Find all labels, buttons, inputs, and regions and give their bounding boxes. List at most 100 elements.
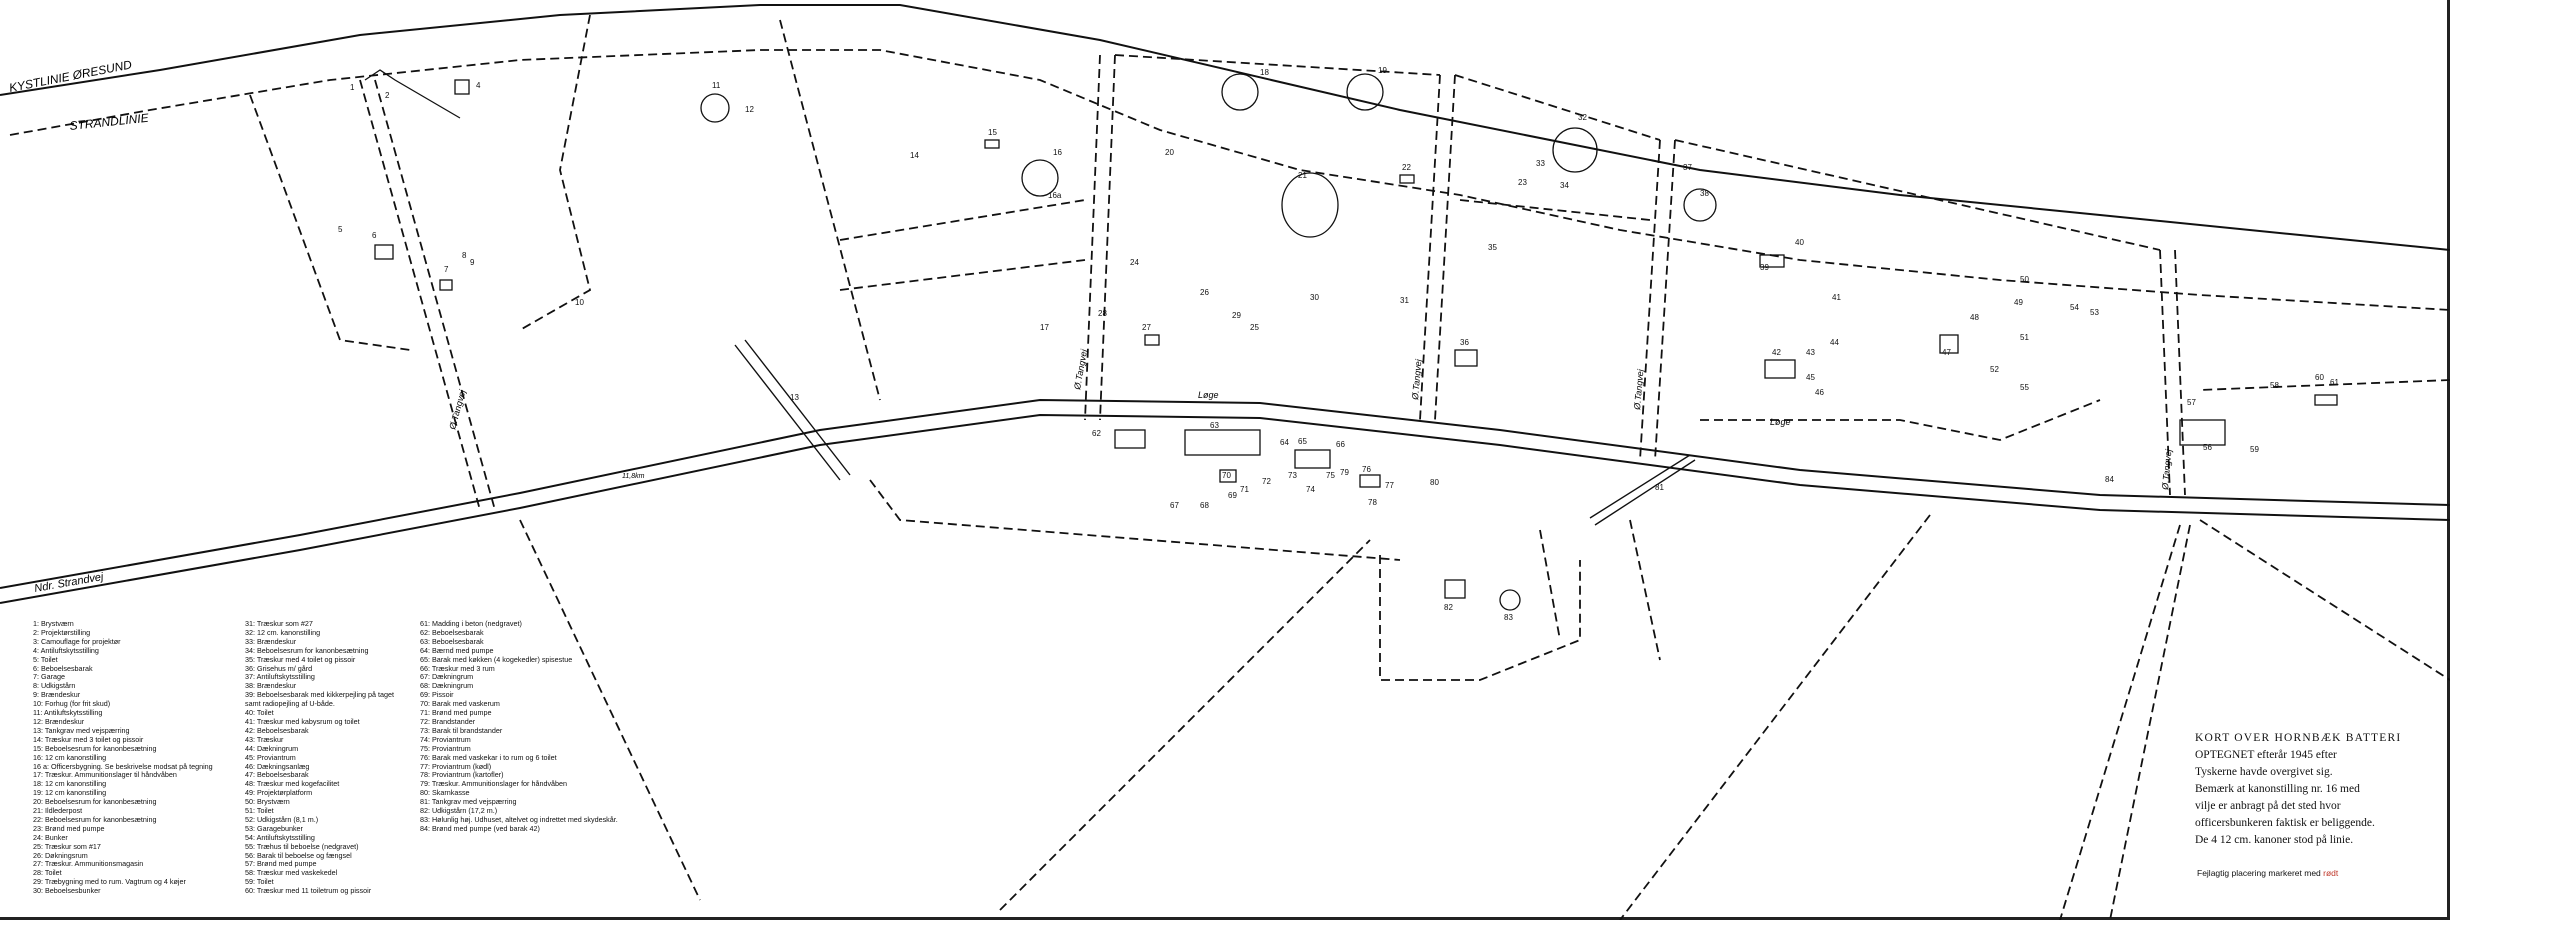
parcel-boundary	[1114, 54, 1441, 76]
gun-emplacement-16	[1021, 159, 1059, 197]
legend-entry: 23: Brønd med pumpe	[33, 823, 105, 833]
legend-entry: 26: Døkningsrum	[33, 850, 88, 860]
building-number: 73	[1288, 471, 1297, 480]
legend-entry: 41: Træskur med kabysrum og toilet	[245, 716, 360, 726]
legend-entry: 42: Beboelsesbarak	[245, 725, 309, 735]
map-frame	[0, 0, 2450, 920]
legend-entry: 13: Tankgrav med vejspærring	[33, 725, 130, 735]
legend-entry: 70: Barak med vaskerum	[420, 699, 500, 709]
parcel-boundary	[779, 19, 881, 401]
building-number: 16	[1053, 148, 1062, 157]
correction-note-highlight: rødt	[2323, 868, 2339, 878]
building-number: 22	[1402, 163, 1411, 172]
map-description-line: OPTEGNET efterår 1945 efter	[2195, 749, 2337, 761]
building-number: 27	[1142, 323, 1151, 332]
building-70	[1219, 469, 1237, 483]
building-number: 11	[712, 81, 721, 90]
legend-entry: 55: Træhus til beboelse (nedgravet)	[245, 841, 359, 851]
legend-column-3: 61: Madding i beton (nedgravet)62: Beboe…	[420, 619, 618, 834]
legend-entry: 6: Beboelsesbarak	[33, 663, 93, 673]
map-title-block: KORT OVER HORNBÆK BATTERI OPTEGNET efterå…	[2195, 730, 2445, 849]
south-path	[519, 519, 701, 901]
loege-label-1: Løge	[1198, 390, 1219, 400]
legend-entry: 45: Proviantrum	[245, 752, 296, 762]
legend-entry: 52: Udkigstårn (8,1 m.)	[245, 814, 319, 824]
building-47	[1939, 334, 1959, 354]
building-number: 77	[1385, 481, 1394, 490]
legend-entry: 54: Antiluftskytsstilling	[245, 832, 315, 842]
building-number: 50	[2020, 275, 2029, 284]
building-number: 38	[1700, 189, 1709, 198]
legend-entry: 21: Ildlederpost	[33, 806, 83, 816]
building-number: 12	[745, 105, 754, 114]
building-number: 29	[1232, 311, 1241, 320]
building-number: 32	[1578, 113, 1587, 122]
building-number: 20	[1165, 148, 1174, 157]
legend-entry: 17: Træskur. Ammunitionslager til håndvå…	[33, 770, 177, 780]
tank-ditch-13	[734, 339, 851, 481]
building-number: 14	[910, 151, 919, 160]
building-60	[2314, 394, 2338, 406]
legend-entry: 62: Beboelsesbarak	[420, 627, 484, 637]
building-62	[1114, 429, 1146, 449]
building-number: 67	[1170, 501, 1179, 510]
legend-entry: 5: Toilet	[33, 654, 58, 664]
building-number: 81	[1655, 483, 1664, 492]
building-82	[1444, 579, 1466, 599]
legend-entry: 68: Dækningrum	[420, 681, 474, 691]
legend-entry: 2: Projektørstilling	[33, 627, 91, 637]
legend-entry: 72: Brandstander	[420, 716, 476, 726]
building-number: 45	[1806, 373, 1815, 382]
legend-entry: 58: Træskur med vaskekedel	[245, 868, 338, 878]
map-title: KORT OVER HORNBÆK BATTERI	[2195, 732, 2402, 744]
legend-entry: 46: Dækningsanlæg	[245, 761, 310, 771]
legend-entry: 20: Beboelsesrum for kanonbesætning	[33, 797, 157, 807]
building-number: 25	[1250, 323, 1259, 332]
parcel-boundary	[2199, 379, 2450, 391]
legend-entry: 64: Bærnd med pumpe	[420, 645, 494, 655]
fire-control-21	[1281, 172, 1339, 238]
building-number: 79	[1340, 468, 1349, 477]
tank-ditch-81	[1589, 454, 1696, 526]
legend-entry: 74: Proviantrum	[420, 734, 471, 744]
legend-entry: 83: Hølunlig høj. Udhuset, altelvet og i…	[420, 814, 618, 824]
map-description-line: Tyskerne havde overgivet sig.	[2195, 766, 2333, 778]
building-42	[1764, 359, 1796, 379]
legend-entry: 43: Træskur	[245, 734, 284, 744]
map-description-line: De 4 12 cm. kanoner stod på linie.	[2195, 834, 2354, 846]
legend-entry: 15: Beboelsesrum for kanonbesætning	[33, 743, 157, 753]
building-number: 48	[1970, 313, 1979, 322]
legend-entry: 79: Træskur. Ammunitionslager for håndvå…	[420, 779, 568, 789]
legend-entry: 71: Brønd med pumpe	[420, 708, 492, 718]
antiaircraft-37	[1683, 188, 1717, 222]
tangvej-road-3a	[1419, 74, 1441, 421]
legend-entry: 81: Tankgrav med vejspærring	[420, 797, 517, 807]
legend-entry: 69: Pissoir	[420, 690, 454, 700]
tangvej-road-2a	[1084, 54, 1101, 421]
building-number: 74	[1306, 485, 1315, 494]
legend-entry: 22: Beboelsesrum for kanonbesætning	[33, 814, 157, 824]
legend-entry: 35: Træskur med 4 toilet og pissoir	[245, 654, 356, 664]
antiaircraft-11	[700, 93, 730, 123]
building-63	[1184, 429, 1261, 456]
legend-entry: 56: Barak til beboelse og fængsel	[245, 850, 352, 860]
building-number: 70	[1222, 471, 1231, 480]
lookout-tower-83	[1499, 589, 1521, 611]
building-76	[1359, 474, 1381, 488]
legend-entry: 48: Træskur med kogefacilitet	[245, 779, 340, 789]
building-number: 28	[1098, 309, 1107, 318]
tangvej-label-1: Ø.Tangvej	[447, 388, 468, 432]
correction-note: Fejlagtig placering markeret med rødt	[2197, 868, 2338, 878]
south-path	[2059, 524, 2181, 920]
building-number: 68	[1200, 501, 1209, 510]
building-number: 24	[1130, 258, 1139, 267]
parcel-boundary	[519, 14, 592, 331]
building-number: 62	[1092, 429, 1101, 438]
building-number: 63	[1210, 421, 1219, 430]
legend-entry: 66: Træskur med 3 rum	[420, 663, 495, 673]
parcel-boundary	[839, 259, 1086, 291]
legend-entry: 9: Brændeskur	[33, 690, 81, 700]
legend-entry: 78: Proviantrum (kartofler)	[420, 770, 504, 780]
building-number: 17	[1040, 323, 1049, 332]
